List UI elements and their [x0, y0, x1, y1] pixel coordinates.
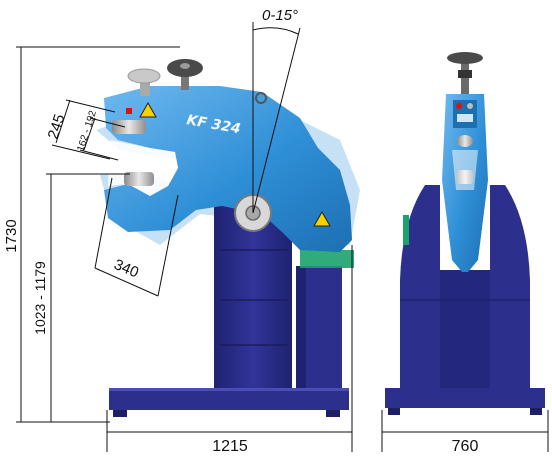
front-base: [385, 388, 545, 408]
front-foot-right: [530, 408, 542, 415]
front-spindle-nut: [458, 70, 472, 78]
width-side-label: 1215: [212, 438, 248, 455]
front-throat: [452, 150, 478, 190]
dimension-lines: [16, 22, 549, 452]
front-roller-cap: [457, 135, 473, 147]
upper-roller: [112, 120, 146, 134]
jaw-label: 245: [45, 112, 69, 141]
lower-roller: [124, 172, 154, 186]
machine-body: [104, 86, 352, 252]
front-left-column: [400, 185, 440, 388]
warning-label: [313, 210, 331, 227]
warning-label: [139, 101, 157, 118]
side-base-top: [109, 388, 349, 391]
work-height-label: 1023 - 1179: [32, 261, 48, 335]
left-spindle: [140, 80, 150, 96]
left-handwheel: [127, 68, 161, 84]
front-right-column: [490, 185, 530, 388]
top-handwheel-hub: [180, 63, 190, 69]
lifting-eye: [255, 92, 267, 104]
side-foot-left: [113, 410, 127, 417]
front-handwheel: [447, 52, 483, 64]
red-button: [126, 108, 132, 114]
front-red-button: [456, 103, 462, 109]
angle-label: 0-15°: [262, 7, 298, 24]
front-green-strip: [403, 215, 409, 245]
front-center-column: [440, 270, 490, 388]
inner-jaw-label: 162 - 192: [75, 109, 99, 153]
front-foot-left: [388, 408, 400, 415]
side-foot-right: [326, 410, 340, 417]
front-view: [385, 52, 545, 415]
motor-green-panel: [300, 250, 354, 268]
front-display: [457, 114, 473, 122]
front-button: [467, 103, 473, 109]
overall-height-label: 1730: [3, 219, 20, 252]
top-spindle: [181, 70, 189, 90]
side-view: KF 324: [96, 59, 360, 417]
width-front-label: 760: [452, 438, 479, 455]
motor-box-shade: [296, 266, 306, 388]
side-base: [109, 388, 349, 410]
